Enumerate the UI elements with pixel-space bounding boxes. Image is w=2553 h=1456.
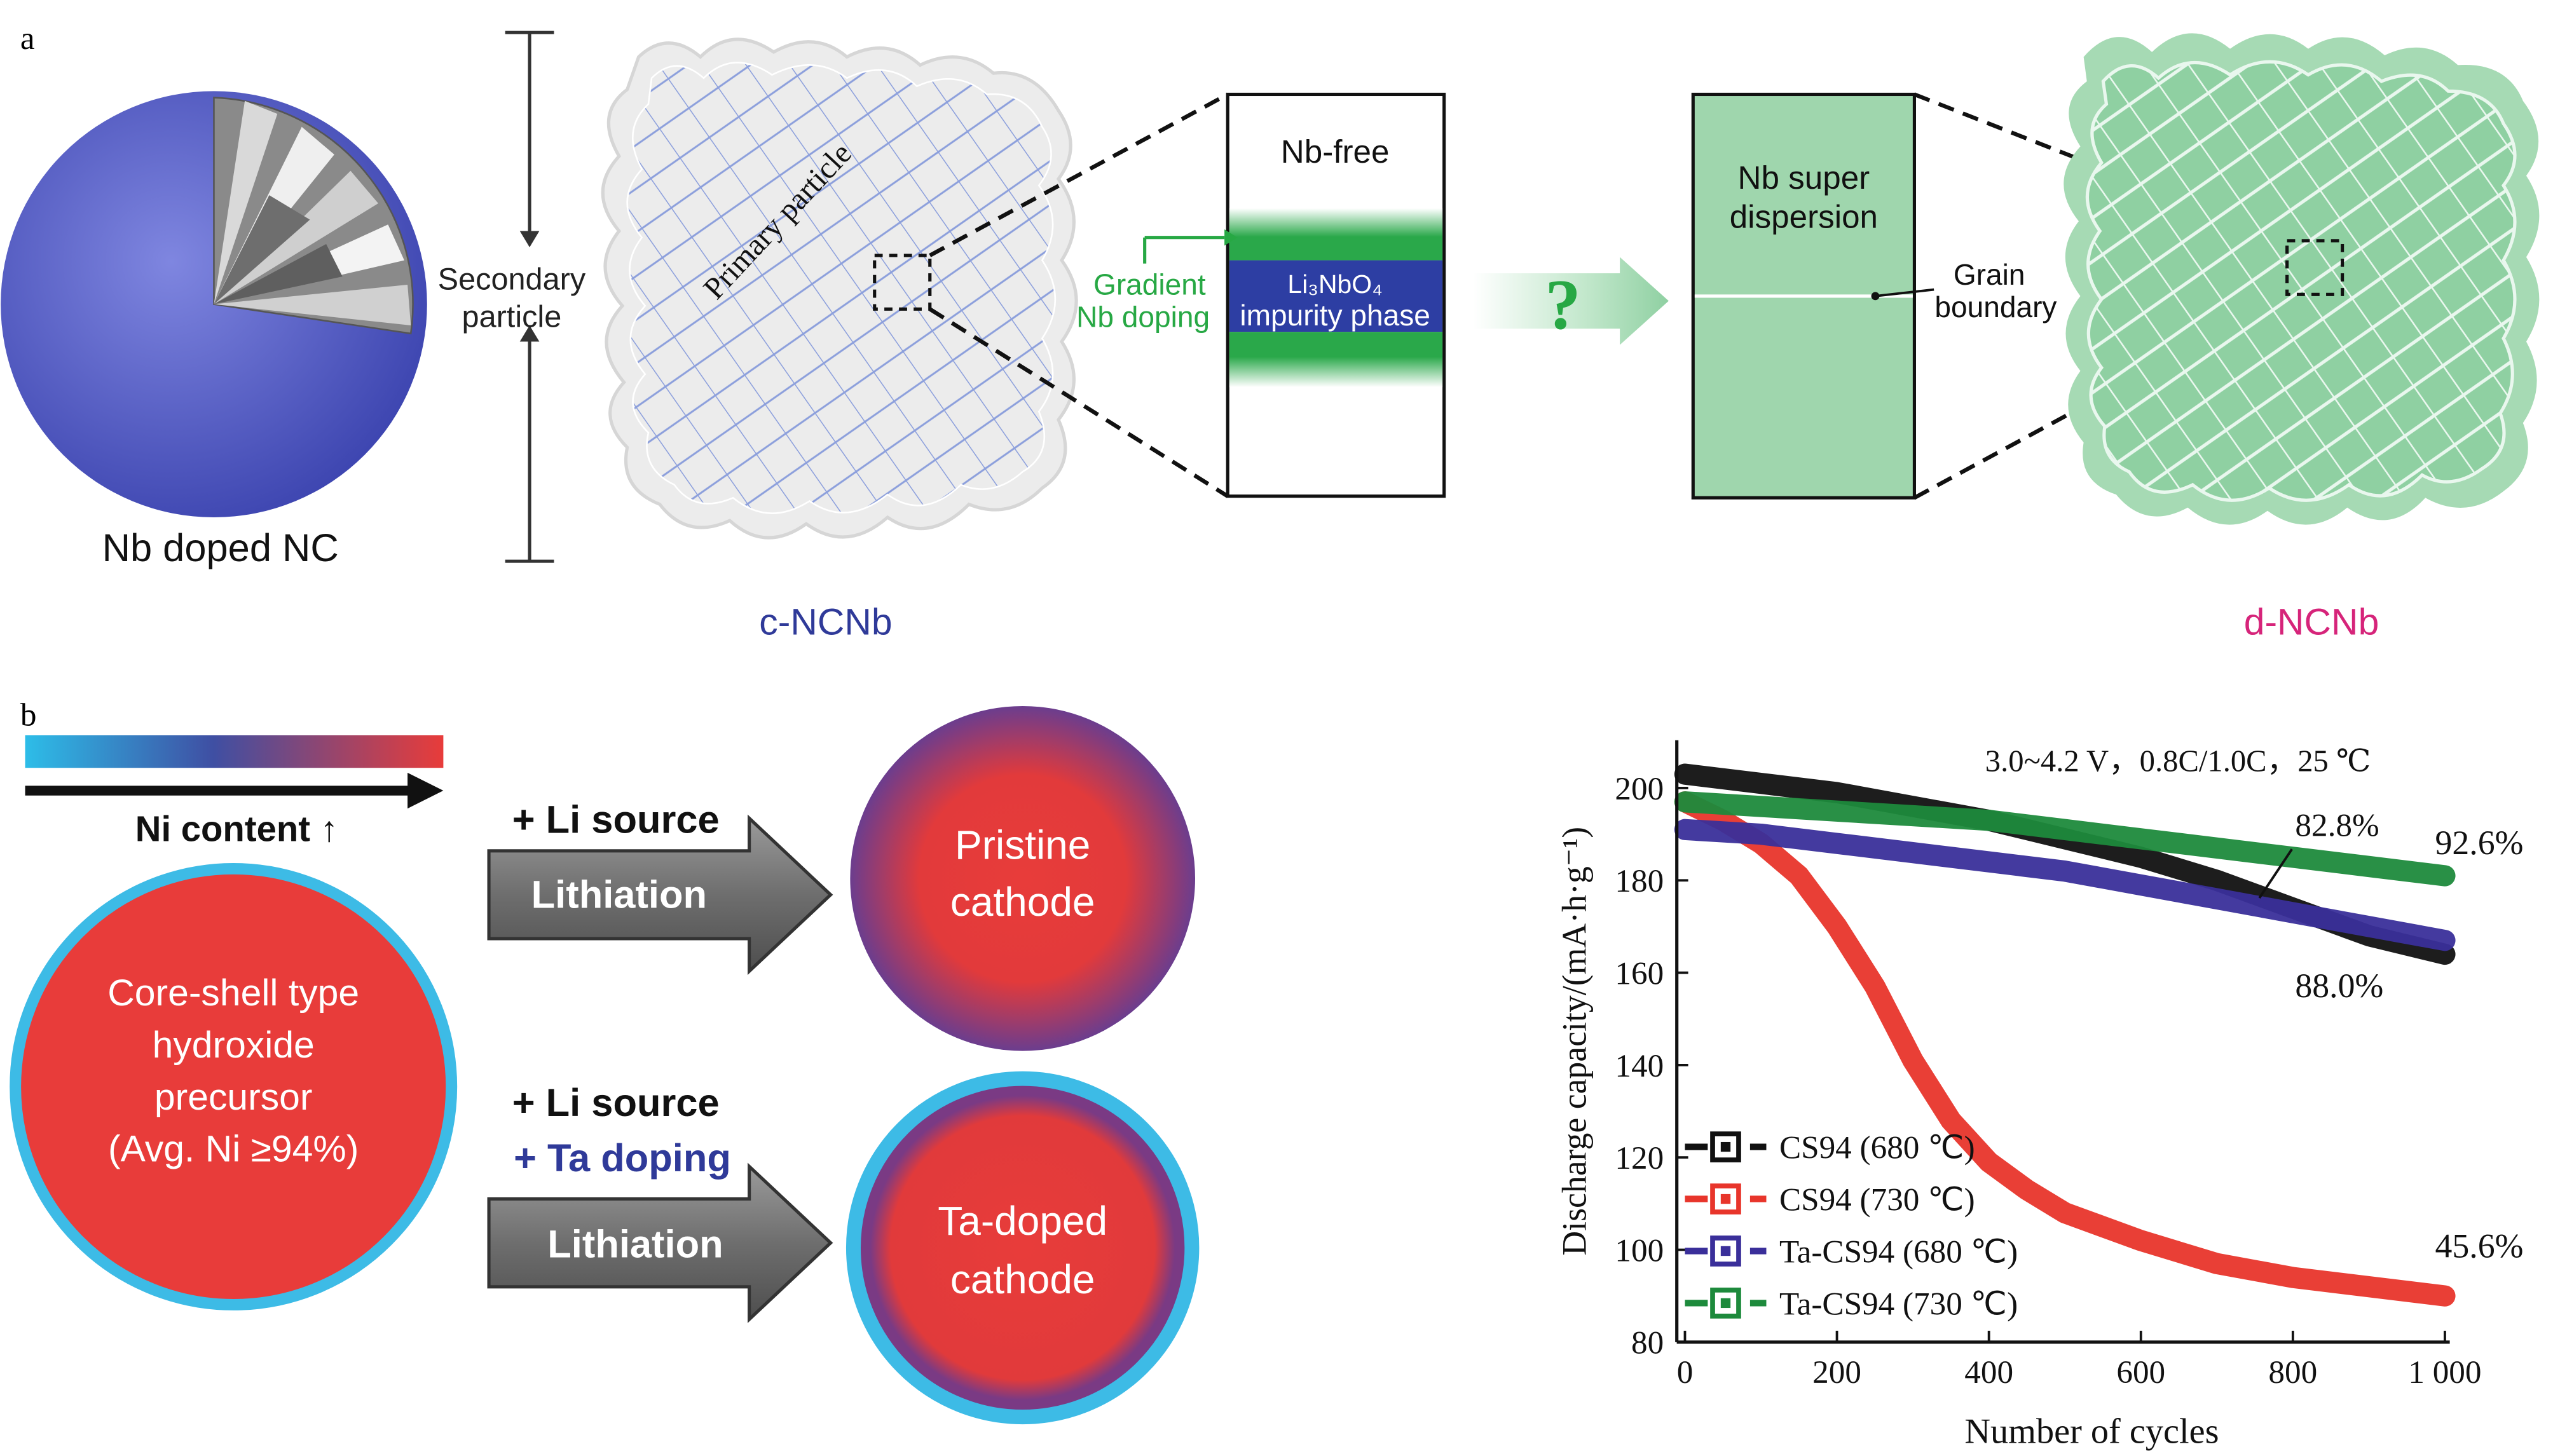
c-ncnb-label: c-NCNb [759,601,892,643]
series-layer [1674,763,2456,1307]
chart-legend: CS94 (680 ℃) CS94 (730 ℃) Ta-CS94 (680 ℃) T… [1685,1130,2018,1322]
capacity-chart: 0 200 400 600 800 1 000 80 100 120 140 160 180 200 3… [1555,740,2523,1452]
label-92-6: 92.6% [2435,824,2524,862]
question-arrow [1473,257,1669,345]
precursor-line3: precursor [154,1077,313,1118]
legend-marker [1710,1288,1741,1319]
precursor-line4: (Avg. Ni ≥94%) [108,1129,359,1170]
legend-label: CS94 (730 ℃) [1779,1181,1975,1218]
x-tick-label: 800 [2268,1354,2317,1391]
legend-marker-dot [1720,1141,1731,1152]
nb-doped-sphere [1,91,427,518]
nb-super-line1: Nb super [1738,160,1870,196]
lithiation-arrow-1 [487,814,833,976]
c-ncnb-particle [601,37,1078,540]
panel-b-label: b [20,697,37,733]
pointer-82-8 [2258,848,2293,899]
grain-line2: boundary [1934,290,2057,323]
y-tick-label: 160 [1615,955,1664,991]
legend-marker-dot [1720,1246,1731,1256]
sphere-caption: Nb doped NC [102,526,339,570]
ta-doped-line2: cathode [950,1256,1095,1302]
precursor-line2: hydroxide [153,1024,315,1066]
pristine-line2: cathode [950,879,1095,925]
c-ncnb-zoom-box [873,254,932,311]
label-88-0: 88.0% [2295,967,2383,1005]
panel-a-label: a [20,20,35,57]
arrow2-top-text: + Li source [512,1081,720,1125]
ta-doped-circle [845,1071,1200,1425]
lithiation-arrow-2 [487,1162,833,1323]
series-line-1 [1674,791,2456,1307]
y-axis-title: Discharge capacity/(mA·h·g⁻¹) [1555,827,1593,1256]
secondary-label-line2: particle [462,300,562,334]
arrow2-top-text2: + Ta doping [514,1136,731,1180]
arrow1-label: Lithiation [531,873,707,916]
label-45-6: 45.6% [2435,1227,2524,1265]
gradient-line2: Nb doping [1076,301,1210,334]
x-tick-label: 200 [1812,1354,1861,1391]
y-tick-label: 120 [1615,1140,1664,1176]
x-axis-title: Number of cycles [1964,1412,2219,1452]
legend-marker-dot [1720,1298,1731,1309]
precursor-circle [10,862,458,1310]
ticks-layer: 0 200 400 600 800 1 000 80 100 120 140 160 180 200 [1615,771,2481,1391]
gradient-pointer [1143,229,1238,264]
x-tick-label: 0 [1677,1354,1694,1391]
legend-label: CS94 (680 ℃) [1779,1130,1975,1166]
pristine-circle [850,705,1196,1051]
legend-label: Ta-CS94 (730 ℃) [1779,1286,2018,1322]
chart-annotation: 3.0~4.2 V，0.8C/1.0C，25 ℃ [1985,744,2371,778]
legend-label: Ta-CS94 (680 ℃) [1779,1234,2018,1270]
x-tick-label: 600 [2116,1354,2165,1391]
nb-free-label: Nb-free [1281,133,1390,170]
ta-doped-line1: Ta-doped [938,1198,1107,1244]
precursor-line1: Core-shell type [107,972,359,1014]
zoom-lines-left [929,92,1229,498]
secondary-particle-bracket [505,31,554,563]
pristine-line1: Pristine [955,822,1090,868]
nb-super-line2: dispersion [1730,198,1878,235]
y-tick-label: 140 [1615,1048,1664,1084]
y-tick-label: 80 [1631,1325,1664,1361]
grain-line1: Grain [1954,258,2025,291]
arrow1-top-text: + Li source [512,798,720,842]
x-tick-label: 400 [1964,1354,2013,1391]
legend-marker-dot [1720,1194,1731,1204]
y-tick-label: 200 [1615,771,1664,807]
d-ncnb-label: d-NCNb [2244,601,2379,643]
ni-content-label: Ni content ↑ [135,808,338,848]
ni-gradient-bar [25,735,444,768]
gradient-line1: Gradient [1093,268,1206,301]
label-82-8: 82.8% [2295,808,2379,844]
y-tick-label: 180 [1615,863,1664,899]
ni-arrow [25,772,444,809]
question-mark: ? [1545,266,1580,344]
secondary-label-line1: Secondary [438,262,586,297]
grain-pointer [1871,288,1934,301]
series-line-2 [1674,819,2456,951]
d-ncnb-zoom-box [2285,239,2344,296]
impurity-line2: impurity phase [1240,299,1430,332]
series-line-3 [1674,791,2456,887]
impurity-line1: Li₃NbO₄ [1287,269,1382,299]
x-tick-label: 1 000 [2408,1354,2481,1391]
y-tick-label: 100 [1615,1232,1664,1269]
arrow2-label: Lithiation [547,1223,723,1267]
d-ncnb-particle [2064,33,2540,525]
nb-free-strip [1226,92,1446,498]
axes-layer [1675,740,2450,1344]
